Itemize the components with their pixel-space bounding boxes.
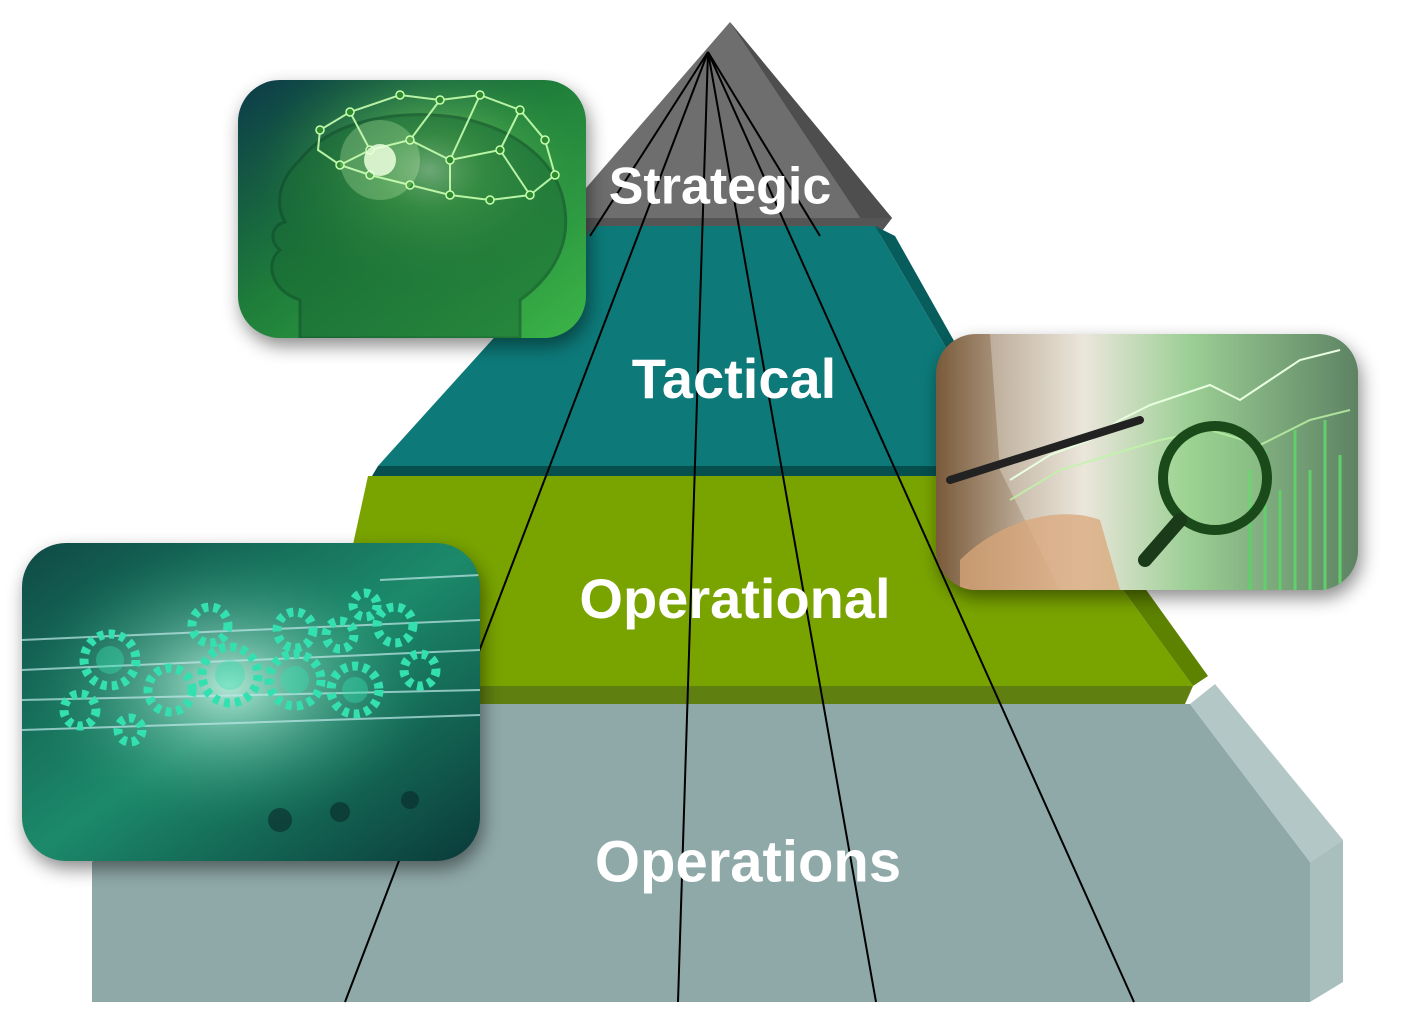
head-silhouette-icon xyxy=(270,113,568,338)
gears-image xyxy=(22,543,480,861)
label-tactical: Tactical xyxy=(632,347,836,410)
gears-icon xyxy=(59,588,441,747)
label-operations: Operations xyxy=(595,829,901,894)
brain-network-icon xyxy=(316,93,557,202)
label-operational: Operational xyxy=(579,567,890,630)
chart-analysis-image xyxy=(936,334,1358,590)
brain-network-image xyxy=(238,80,586,338)
magnifier-chart-icon xyxy=(1138,421,1272,567)
pen-icon xyxy=(946,416,1144,484)
label-strategic: Strategic xyxy=(609,158,832,216)
